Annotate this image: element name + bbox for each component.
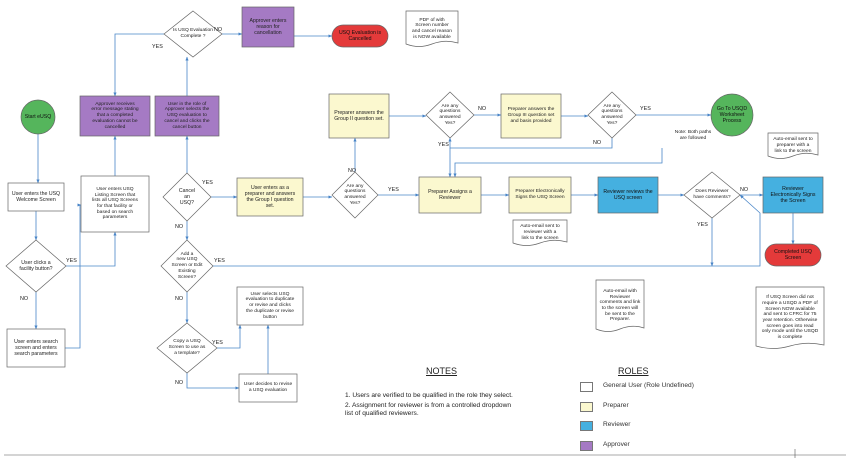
rev-sign-node-shape [762,176,824,214]
listing-node-shape [80,175,150,233]
completed-node-shape [764,243,822,267]
role-label-preparer: Preparer [603,402,629,409]
auto-prep-document-shape [767,132,819,159]
notes-title: NOTES [426,366,458,376]
search-node-shape [6,328,66,368]
pdf-doc-document-shape [405,10,459,47]
add-new-decision-shape [160,239,214,293]
copy-q-decision-shape [156,322,218,374]
connector-9 [113,33,164,97]
any-q-3-decision-shape [587,91,637,139]
cancel-q-decision-shape [162,172,212,222]
worksheet-node-shape [710,93,754,137]
note-item-1: 1. Users are verified to be qualified in… [345,392,513,399]
any-q-1-decision-shape [331,171,379,219]
role-label-approver: Approver [603,441,630,448]
g3-node-shape [500,93,562,139]
welcome-node-shape [7,182,65,212]
roles-title: ROLES [618,366,649,376]
cancelled-node-shape [331,24,389,48]
preparer-g1-node-shape [236,177,304,217]
is-complete-decision-shape [163,10,223,58]
flowchart-shapes [5,6,825,403]
facility-decision-shape [5,239,67,293]
role-label-general: General User (Role Undefined) [603,382,694,389]
start-node-shape [20,99,56,135]
connector-lines [4,32,846,458]
select-dup-node-shape [236,286,304,326]
prep-sign-node-shape [508,176,572,214]
any-q-2-decision-shape [425,91,475,139]
role-swatch-general [580,382,593,392]
g2-node-shape [328,93,390,139]
approver-cancel-node-shape [154,95,220,137]
reason-node-shape [241,6,295,48]
role-swatch-approver [580,441,593,451]
connector-28 [453,148,663,178]
role-label-reviewer: Reviewer [603,421,631,428]
error-node-shape [79,95,151,137]
role-swatch-reviewer [580,421,593,431]
rev-comments-decision-shape [683,171,741,219]
role-swatch-preparer [580,402,593,412]
assign-node-shape [418,176,482,214]
connector-17 [186,373,240,390]
connector-16 [217,324,242,349]
auto-comments-document-shape [595,279,645,332]
rev-review-node-shape [597,176,659,214]
note-item-2: 2. Assignment for reviewer is from a con… [345,402,512,417]
final-note-document-shape [755,286,825,349]
decide-revise-node-shape [238,373,298,403]
auto-rev-document-shape [512,219,568,246]
connector-4 [66,231,117,267]
connector-5 [65,203,82,349]
connector-26 [448,137,613,149]
connector-15 [213,194,761,267]
